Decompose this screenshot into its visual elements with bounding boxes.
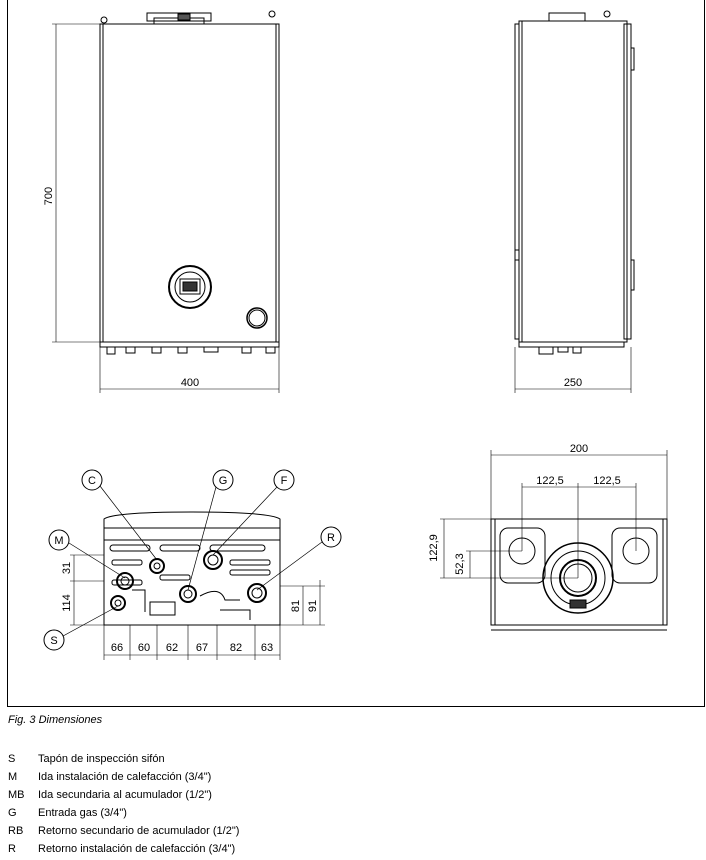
legend-code: S [8,753,16,765]
dim-top-depth-center: 52,3 [454,553,466,574]
callout-g: G [219,475,228,487]
callout-f: F [281,475,288,487]
dim-top-depth-total: 122,9 [428,534,440,562]
dim-spacing-3: 62 [166,642,178,654]
top-view [440,450,668,631]
legend-item: S Tapón de inspección sifón [8,750,239,768]
legend-text: Entrada gas (3/4") [38,807,127,819]
side-view [514,10,635,393]
legend-item: RB Retorno secundario de acumulador (1/2… [8,822,239,840]
legend-item: G Entrada gas (3/4") [8,804,239,822]
dim-bottom-right-outer: 91 [307,600,319,612]
dim-spacing-6: 63 [261,642,273,654]
dim-top-offset-right: 122,5 [593,475,621,487]
legend-code: M [8,771,18,783]
legend-text: Ida secundaria al acumulador (1/2") [38,789,212,801]
legend-item: M Ida instalación de calefacción (3/4") [8,768,239,786]
dim-spacing-1: 66 [111,642,123,654]
legend-list: S Tapón de inspección sifón M Ida instal… [8,750,239,858]
figure-caption: Fig. 3 Dimensiones [8,714,103,726]
legend-text: Ida instalación de calefacción (3/4") [38,771,212,783]
front-view [52,10,280,393]
dim-bottom-right-inner: 81 [290,600,302,612]
legend-text: Retorno instalación de calefacción (3/4"… [38,843,236,855]
dim-spacing-5: 82 [230,642,242,654]
legend-text: Tapón de inspección sifón [38,753,165,765]
dim-bottom-left-lower: 114 [61,594,73,612]
dim-top-offset-left: 122,5 [536,475,564,487]
legend-code: G [8,807,17,819]
dim-height-front: 700 [43,187,55,205]
callout-r: R [327,532,335,544]
legend-item: R Retorno instalación de calefacción (3/… [8,840,239,858]
dimension-drawing: 700 400 250 200 122,5 122,5 122,9 52,3 3… [43,10,668,660]
legend-code: MB [8,789,25,801]
figure-frame [7,0,705,707]
callout-c: C [88,475,96,487]
legend-code: R [8,843,16,855]
bottom-view [43,469,342,660]
callout-m: M [54,535,63,547]
dim-spacing-2: 60 [138,642,150,654]
dim-width-front: 400 [181,377,199,389]
dim-spacing-4: 67 [196,642,208,654]
dim-bottom-left-upper: 31 [61,562,73,574]
legend-text: Retorno secundario de acumulador (1/2") [38,825,240,837]
dim-depth-side: 250 [564,377,582,389]
legend-item: MB Ida secundaria al acumulador (1/2") [8,786,239,804]
dim-top-width: 200 [570,443,588,455]
callout-s: S [50,635,57,647]
legend-code: RB [8,825,24,837]
